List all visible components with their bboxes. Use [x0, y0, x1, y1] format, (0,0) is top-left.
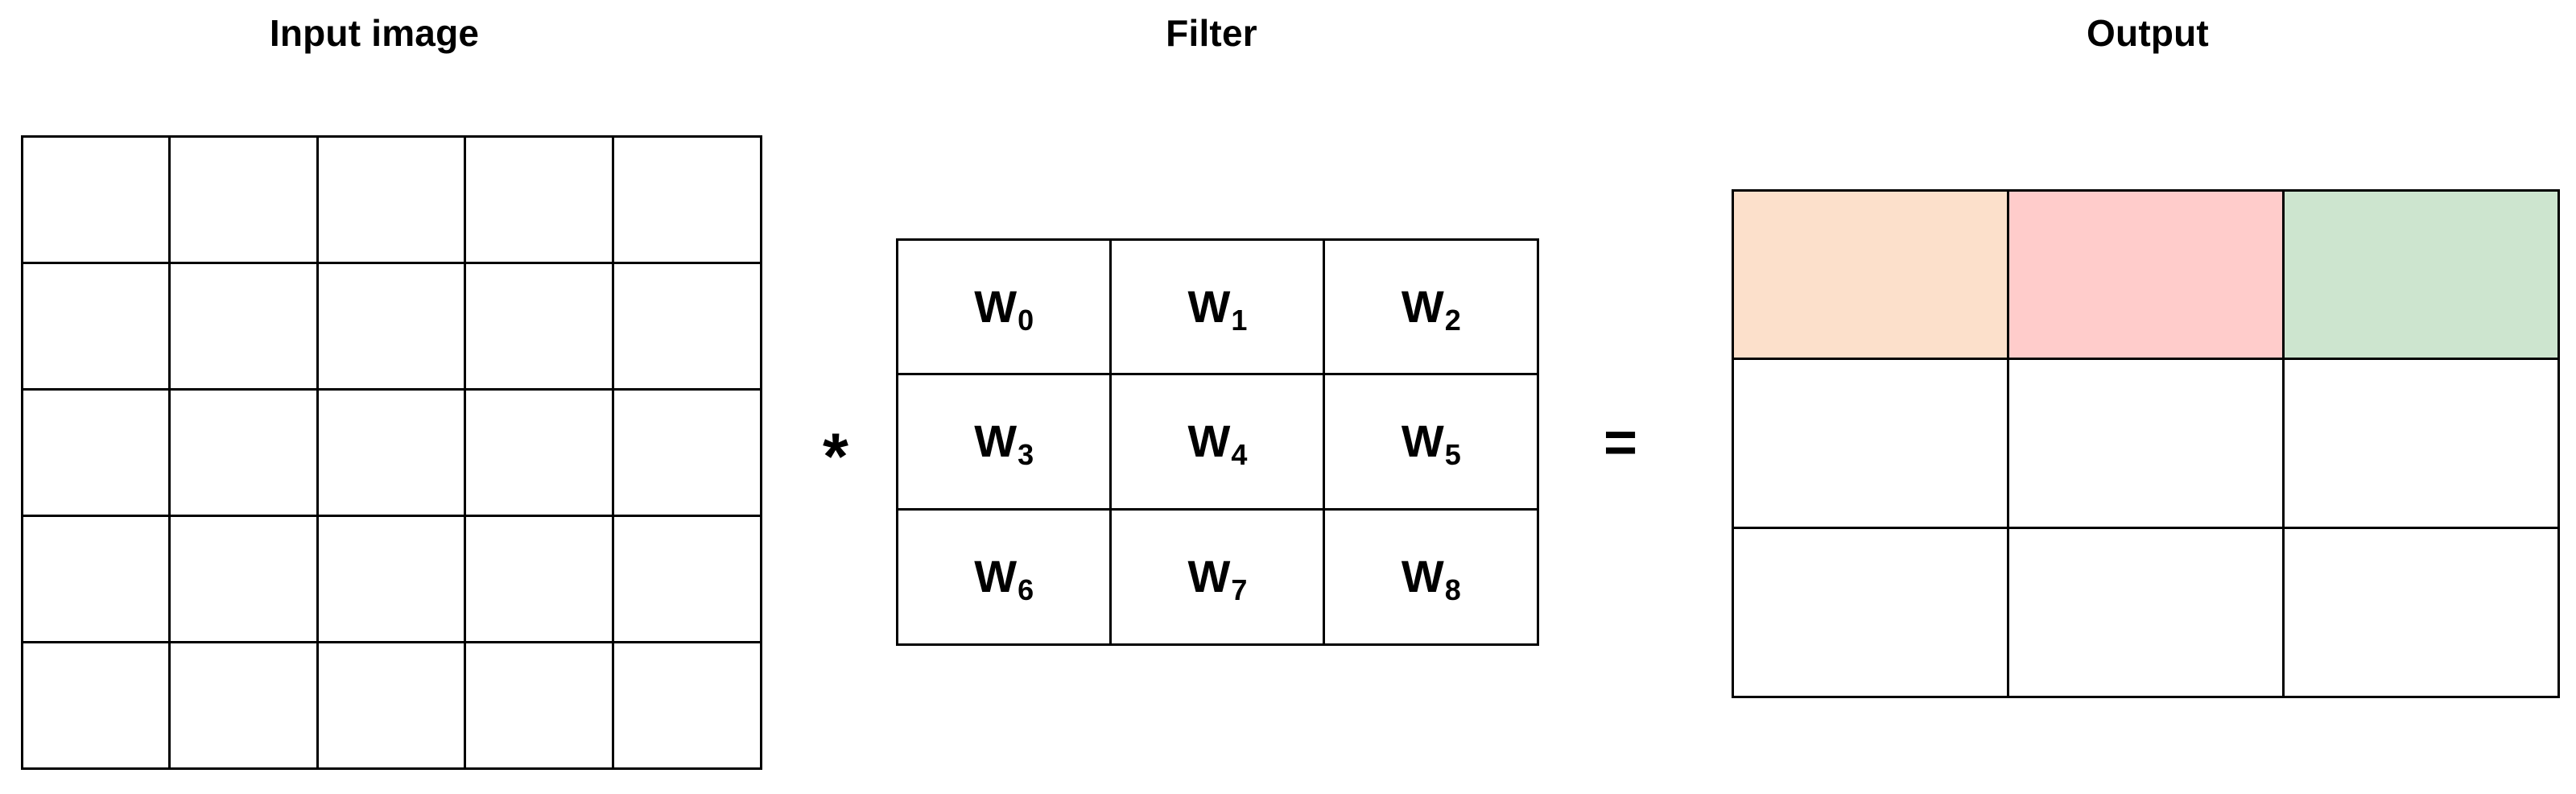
output-cell — [2006, 358, 2285, 529]
filter-weight-subscript: 5 — [1444, 438, 1461, 472]
convolution-operator-icon: * — [823, 420, 848, 494]
output-cell — [2006, 188, 2285, 361]
input-cell — [611, 515, 762, 644]
output-cell — [2281, 188, 2560, 361]
input-cell — [316, 134, 467, 264]
input-cell — [20, 261, 171, 391]
input-cell — [20, 515, 171, 644]
input-cell — [464, 387, 614, 518]
output-grid — [1731, 188, 2560, 698]
input-cell — [168, 134, 319, 264]
filter-weight-base: W — [1401, 551, 1444, 602]
filter-weight-base: W — [974, 416, 1018, 467]
input-cell — [316, 641, 467, 771]
input-cell — [611, 261, 762, 391]
input-cell — [464, 641, 614, 771]
input-cell — [316, 261, 467, 391]
output-cell — [1731, 358, 2009, 529]
output-cell — [2006, 526, 2285, 698]
filter-weight-label: W3 — [974, 416, 1034, 469]
filter-weight-subscript: 2 — [1444, 303, 1461, 337]
input-cell — [316, 515, 467, 644]
filter-weight-subscript: 6 — [1018, 573, 1034, 607]
filter-cell: W2 — [1323, 238, 1539, 376]
filter-weight-label: W0 — [974, 280, 1034, 334]
output-cell — [1731, 526, 2009, 698]
filter-cell: W3 — [895, 373, 1112, 511]
input-cell — [611, 387, 762, 518]
input-cell — [464, 515, 614, 644]
input-cell — [20, 387, 171, 518]
output-cell — [1731, 188, 2009, 361]
filter-weight-subscript: 0 — [1018, 303, 1034, 337]
filter-title: Filter — [1166, 12, 1257, 54]
output-cell — [2281, 358, 2560, 529]
filter-weight-base: W — [1187, 416, 1231, 467]
filter-weight-base: W — [974, 551, 1018, 602]
filter-weight-subscript: 8 — [1444, 573, 1461, 607]
input-cell — [611, 134, 762, 264]
filter-weight-base: W — [1401, 416, 1444, 467]
filter-weight-subscript: 1 — [1231, 303, 1248, 337]
filter-weight-label: W1 — [1187, 280, 1248, 334]
input-cell — [464, 261, 614, 391]
input-cell — [168, 387, 319, 518]
filter-weight-label: W5 — [1401, 416, 1461, 469]
input-cell — [464, 134, 614, 264]
filter-weight-subscript: 7 — [1231, 573, 1248, 607]
equals-operator-icon: = — [1603, 411, 1638, 475]
filter-cell: W7 — [1108, 507, 1326, 646]
filter-weight-subscript: 4 — [1231, 438, 1248, 472]
input-cell — [168, 515, 319, 644]
input-cell — [168, 641, 319, 771]
filter-weight-label: W4 — [1187, 416, 1248, 469]
output-cell — [2281, 526, 2560, 698]
filter-weight-label: W7 — [1187, 551, 1248, 605]
filter-cell: W6 — [895, 507, 1112, 646]
input-image-grid — [20, 134, 762, 771]
filter-weight-label: W8 — [1401, 551, 1461, 605]
input-image-title: Input image — [269, 12, 480, 54]
filter-cell: W5 — [1323, 373, 1539, 511]
filter-cell: W4 — [1108, 373, 1326, 511]
filter-weight-base: W — [974, 280, 1018, 332]
filter-cell: W1 — [1108, 238, 1326, 376]
filter-weight-base: W — [1187, 280, 1231, 332]
filter-cell: W0 — [895, 238, 1112, 376]
filter-cell: W8 — [1323, 507, 1539, 646]
filter-weight-base: W — [1187, 551, 1231, 602]
input-cell — [316, 387, 467, 518]
filter-weight-base: W — [1401, 280, 1444, 332]
input-cell — [611, 641, 762, 771]
input-cell — [20, 641, 171, 771]
input-cell — [168, 261, 319, 391]
filter-weight-label: W2 — [1401, 280, 1461, 334]
filter-weight-subscript: 3 — [1018, 438, 1034, 472]
filter-weight-label: W6 — [974, 551, 1034, 605]
input-cell — [20, 134, 171, 264]
output-title: Output — [2087, 12, 2209, 54]
